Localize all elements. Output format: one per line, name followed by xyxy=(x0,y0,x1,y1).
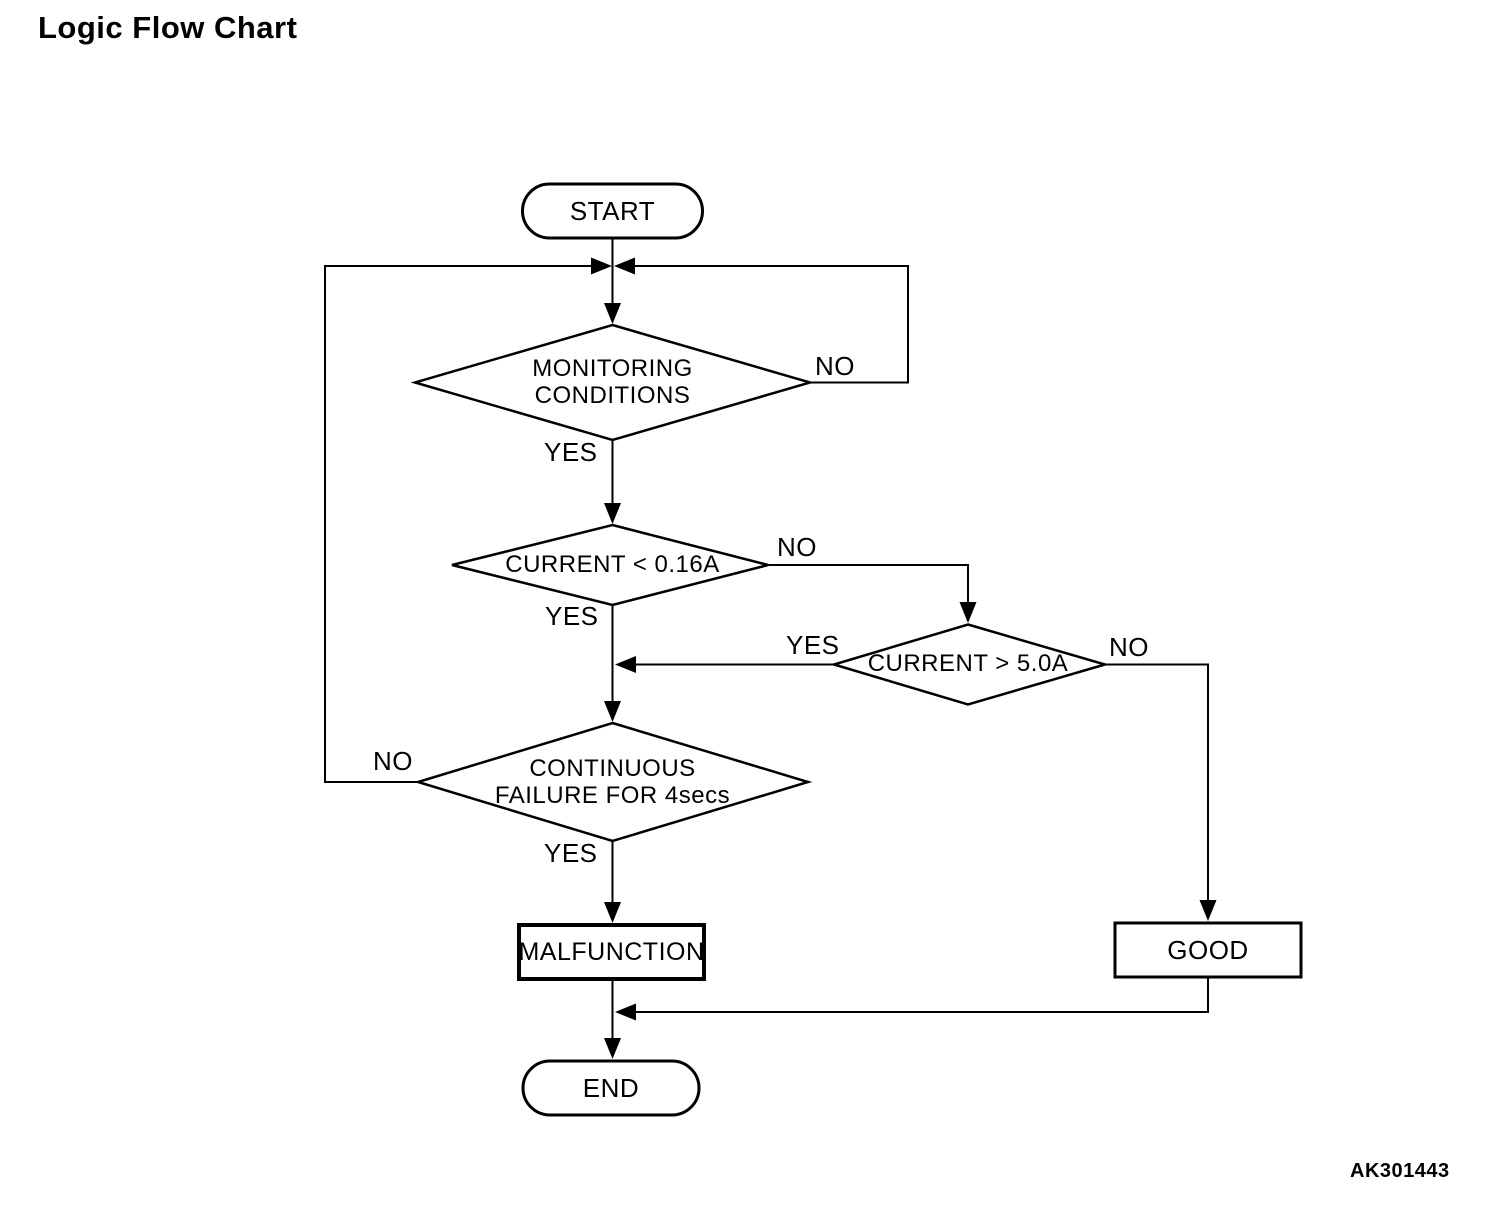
current-below-decision-shape xyxy=(451,523,769,607)
continuous-failure-label: CONTINUOUS FAILURE FOR 4secs xyxy=(437,755,788,809)
current-below-yes-label: YES xyxy=(545,601,599,631)
good-node-label: GOOD xyxy=(1167,934,1249,965)
arrowhead-into-continuous-failure xyxy=(604,701,621,722)
monitoring-conditions-label-line1: MONITORING xyxy=(532,355,693,382)
malfunction-process-shape xyxy=(517,923,706,981)
figure-code: AK301443 xyxy=(1350,1160,1450,1182)
edge-continuous-failure-no-loop xyxy=(324,265,608,783)
monitoring-conditions-decision-shape xyxy=(410,323,815,442)
current-below-label: CURRENT < 0.16A xyxy=(505,551,720,578)
good-process-shape xyxy=(1113,921,1303,979)
arrowhead-left-loop-into-mainline xyxy=(591,257,612,275)
start-node-label: START xyxy=(569,195,656,226)
arrowhead-into-monitoring-conditions xyxy=(604,303,621,324)
current-below-no-label: NO xyxy=(777,532,817,562)
continuous-failure-label-line1: CONTINUOUS xyxy=(529,755,696,782)
end-node-label: END xyxy=(582,1072,640,1103)
edge-monitoring-no-loop xyxy=(617,265,909,384)
monitoring-conditions-label: MONITORING CONDITIONS xyxy=(462,355,763,409)
continuous-failure-yes-label: YES xyxy=(544,838,598,868)
arrowhead-current-above-yes-into-mainline xyxy=(615,656,636,673)
current-above-yes-label: YES xyxy=(786,630,840,660)
continuous-failure-no-label: NO xyxy=(373,746,413,776)
end-node-shape xyxy=(521,1059,701,1117)
start-node-shape xyxy=(521,182,704,240)
continuous-failure-decision-shape xyxy=(413,721,813,843)
monitoring-no-label: NO xyxy=(815,351,855,381)
arrowhead-into-current-above xyxy=(959,602,977,623)
arrowhead-into-good xyxy=(1199,900,1217,921)
malfunction-node-label: MALFUNCTION xyxy=(518,937,705,966)
monitoring-yes-label: YES xyxy=(544,437,598,467)
page-title: Logic Flow Chart xyxy=(38,10,298,45)
monitoring-conditions-label-line2: CONDITIONS xyxy=(534,382,691,409)
edge-good-to-end-feedback xyxy=(620,978,1209,1013)
edge-current-below-no xyxy=(768,564,969,621)
current-above-no-label: NO xyxy=(1109,632,1149,662)
arrowhead-right-loop-into-mainline xyxy=(614,257,635,275)
arrowhead-into-malfunction xyxy=(604,902,621,923)
arrowhead-into-current-below xyxy=(604,503,621,524)
continuous-failure-label-line2: FAILURE FOR 4secs xyxy=(494,782,731,809)
current-above-label: CURRENT > 5.0A xyxy=(867,650,1069,677)
arrowhead-into-end xyxy=(604,1038,621,1059)
edge-current-above-no xyxy=(1105,663,1209,918)
current-above-decision-shape xyxy=(829,623,1110,706)
arrowhead-good-feedback-into-mainline xyxy=(615,1003,636,1021)
